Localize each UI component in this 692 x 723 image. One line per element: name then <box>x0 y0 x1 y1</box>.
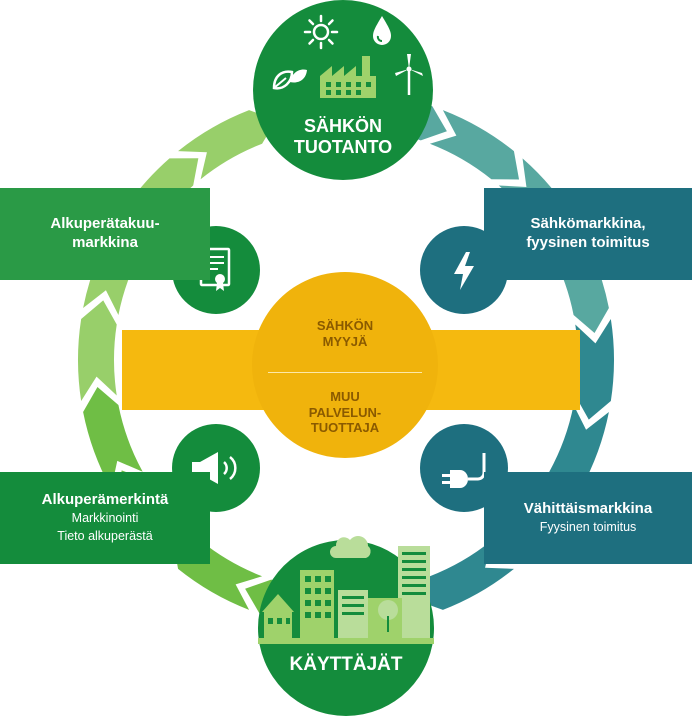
retail-market-box: Vähittäismarkkina Fyysinen toimitus <box>484 472 692 564</box>
production-line1: SÄHKÖN <box>303 116 382 136</box>
production-label: SÄHKÖN TUOTANTO <box>263 116 423 157</box>
electricity-market-box: Sähkömarkkina, fyysinen toimitus <box>484 188 692 280</box>
other-provider-line1: MUU <box>330 389 360 404</box>
biomass-leaf-icon <box>272 69 307 90</box>
other-provider-line2: PALVELUN- <box>308 404 382 420</box>
ring-arrow-segment <box>415 540 514 610</box>
electricity-market-line1: Sähkömarkkina, <box>530 215 646 233</box>
electricity-market-line2: fyysinen toimitus <box>526 234 650 251</box>
guarantee-market-line2: markkina <box>72 234 138 251</box>
ring-arrow-segment <box>575 318 614 420</box>
wind-turbine-icon <box>395 54 423 95</box>
disclosure-title: Alkuperämerkintä <box>41 490 169 508</box>
city-buildings-icon <box>258 536 434 644</box>
seller-label: SÄHKÖN MYYJÄ <box>265 318 425 349</box>
disclosure-sub2: Tieto alkuperästä <box>57 529 153 544</box>
seller-line1: SÄHKÖN <box>316 318 374 333</box>
sun-icon <box>303 14 339 50</box>
disclosure-box: Alkuperämerkintä Markkinointi Tieto alku… <box>0 472 210 564</box>
other-provider-label: MUU PALVELUN- TUOTTAJA <box>265 389 425 436</box>
ring-arrow-segment <box>83 386 143 490</box>
seller-line2: MYYJÄ <box>322 333 368 349</box>
water-drop-icon <box>373 16 391 45</box>
ring-arrow-segment <box>429 110 520 180</box>
disclosure-sub1: Markkinointi <box>71 511 139 526</box>
ring-arrow-segment <box>77 300 117 402</box>
production-line2: TUOTANTO <box>293 136 393 157</box>
other-provider-line3: TUOTTAJA <box>310 420 380 436</box>
center-circle <box>252 272 438 458</box>
lightning-icon <box>454 252 474 290</box>
factory-icon <box>320 56 376 98</box>
retail-market-title: Vähittäismarkkina <box>523 499 653 517</box>
ring-arrow-segment <box>178 110 277 180</box>
users-label: KÄYTTÄJÄT <box>289 654 403 675</box>
guarantee-market-line1: Alkuperätakuu- <box>50 215 160 233</box>
guarantee-market-box: Alkuperätakuu- markkina <box>0 188 210 280</box>
center-divider <box>268 372 422 373</box>
plug-icon <box>442 453 486 488</box>
retail-market-sub1: Fyysinen toimitus <box>539 520 637 535</box>
